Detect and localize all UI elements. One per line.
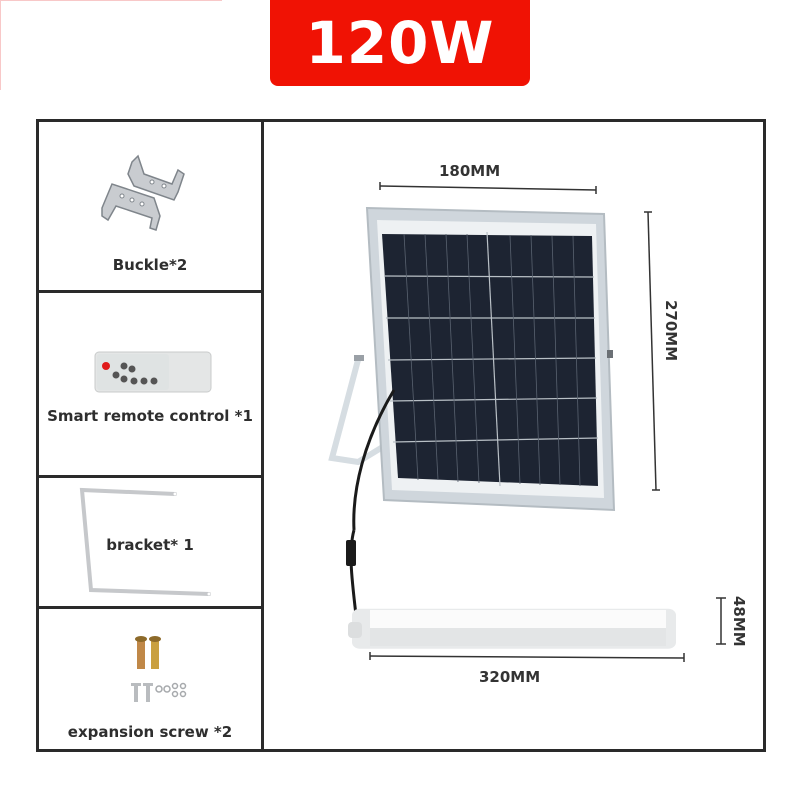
panel-width-label: 180MM (439, 162, 501, 180)
accessory-cell-expansion-screw: expansion screw *2 (39, 609, 261, 755)
panel-height-label: 270MM (662, 300, 680, 362)
accessory-cell-buckle: Buckle*2 (39, 122, 261, 293)
decorative-border (0, 0, 222, 90)
product-dimensions-panel: 180MM (264, 122, 763, 749)
expansion-screw-icon (131, 636, 187, 702)
bracket-icon (79, 487, 211, 596)
led-light-tube-image (348, 608, 676, 649)
accessory-label: expansion screw *2 (67, 723, 233, 741)
package-contents-frame: Buckle*2 Smart remote control *1 (36, 119, 766, 752)
accessory-cell-bracket: bracket* 1 (39, 478, 261, 609)
panel-height-dimension-line (644, 211, 660, 491)
tube-length-dimension-line (369, 652, 685, 662)
solar-panel-image (328, 206, 616, 531)
tube-length-label: 320MM (479, 668, 541, 686)
tube-height-label: 48MM (730, 596, 748, 647)
remote-control-icon (94, 351, 212, 393)
accessory-label: bracket* 1 (106, 536, 194, 554)
panel-width-dimension-line (379, 182, 597, 194)
accessory-label: Buckle*2 (112, 256, 188, 274)
accessory-cell-remote: Smart remote control *1 (39, 293, 261, 478)
accessories-column: Buckle*2 Smart remote control *1 (39, 122, 264, 749)
buckle-clip-icon (101, 154, 185, 231)
wattage-title: 120W (305, 9, 495, 77)
accessory-label: Smart remote control *1 (47, 407, 253, 425)
wattage-badge: 120W (270, 0, 530, 86)
tube-height-dimension-line (716, 597, 726, 645)
